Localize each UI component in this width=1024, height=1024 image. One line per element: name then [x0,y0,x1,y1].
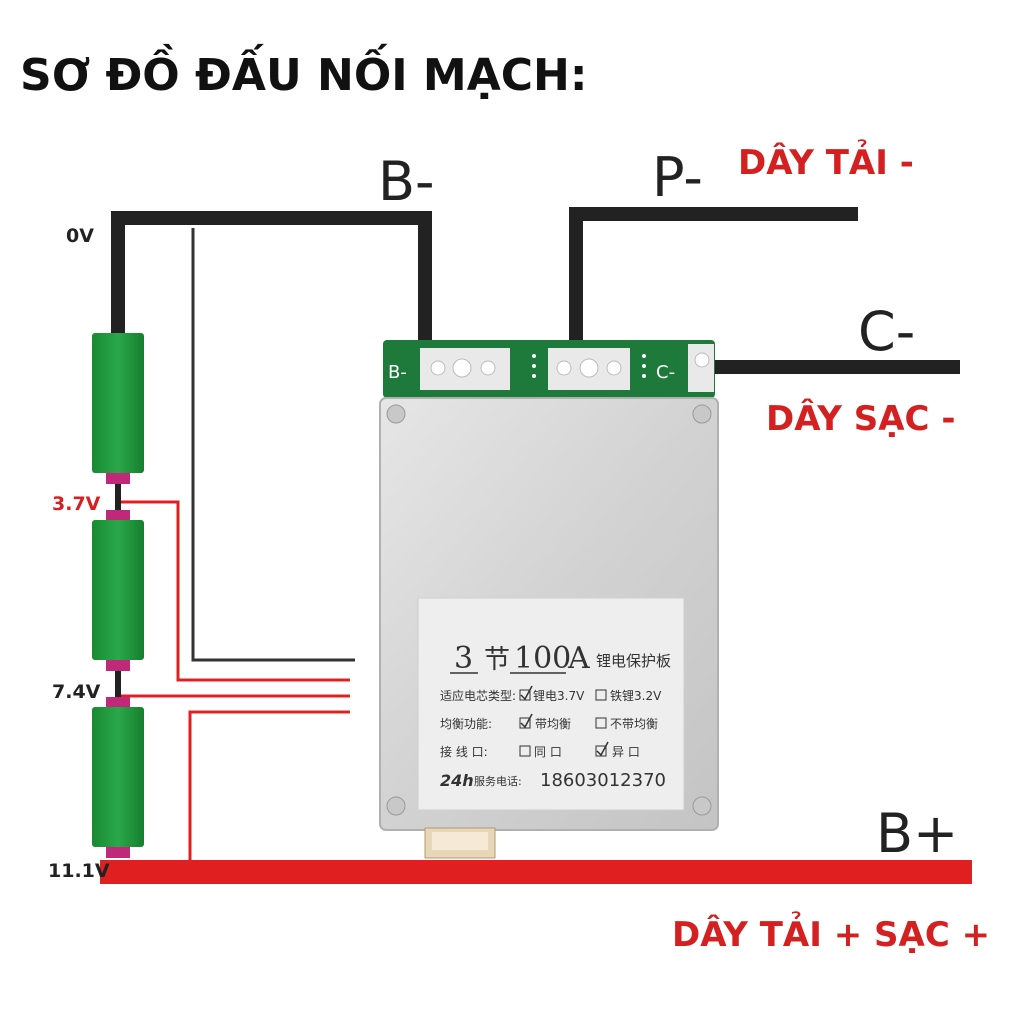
pcb-pad-b-label: B- [388,362,407,383]
terminal-b-plus: B+ [876,802,958,865]
label-load-minus: DÂY TẢI - [738,139,914,183]
pcb-pad-c-label: C- [656,362,675,383]
tag-row2-label: 均衡功能: [440,717,492,731]
terminal-p-minus: P- [652,146,703,209]
tag-row3-label: 接 线 口: [440,744,488,759]
tag-hotline-label: 服务电话: [474,775,522,788]
battery-cell-3 [92,697,144,858]
voltage-label-3v7: 3.7V [52,493,101,515]
label-load-charge-plus: DÂY TẢI + SẠC + [672,911,990,955]
voltage-label-0v: 0V [66,225,94,247]
tag-row1-opt2: 铁锂3.2V [610,688,662,703]
p-minus-wire [569,207,858,345]
tag-product: 锂电保护板 [596,652,671,670]
screw-top-right [692,404,712,424]
battery-cell-1 [92,333,144,484]
terminal-c-minus: C- [858,300,915,363]
screw-bottom-left [386,796,406,816]
tag-jie: 节 [484,645,510,675]
tag-hotline-prefix: 24h [440,771,474,790]
terminal-b-minus: B- [378,150,435,213]
balance-wire-3v7 [118,500,350,682]
b-plus-wire [100,860,972,884]
balance-wire-11v1 [188,710,350,862]
tag-row3-opt2: 异 口 [612,745,640,759]
tag-phone: 18603012370 [540,770,666,791]
label-charge-minus: DÂY SẠC - [766,398,955,439]
tag-row2-opt1: 带均衡 [535,717,571,731]
tag-current: 100 [514,641,571,676]
voltage-label-7v4: 7.4V [52,681,101,703]
pcb-strip: B- C- [383,340,715,398]
b-minus-wire [111,211,432,345]
diagram-title: SƠ ĐỒ ĐẤU NỐI MẠCH: [20,42,587,101]
product-tag: 3 节 100 A 锂电保护板 适应电芯类型: 锂电3.7V 铁锂3.2V 均衡… [417,597,685,811]
voltage-label-11v1: 11.1V [48,860,110,882]
tag-row1-opt1: 锂电3.7V [533,688,585,703]
tag-unit: A [567,641,590,676]
screw-top-left [386,404,406,424]
tag-row1-label: 适应电芯类型: [440,688,516,703]
battery-cell-2 [92,510,144,671]
tag-row3-opt1: 同 口 [534,745,562,759]
tag-cells: 3 [454,641,473,676]
balance-wire-0v [191,228,355,662]
screw-bottom-right [692,796,712,816]
tag-row2-opt2: 不带均衡 [610,717,658,731]
